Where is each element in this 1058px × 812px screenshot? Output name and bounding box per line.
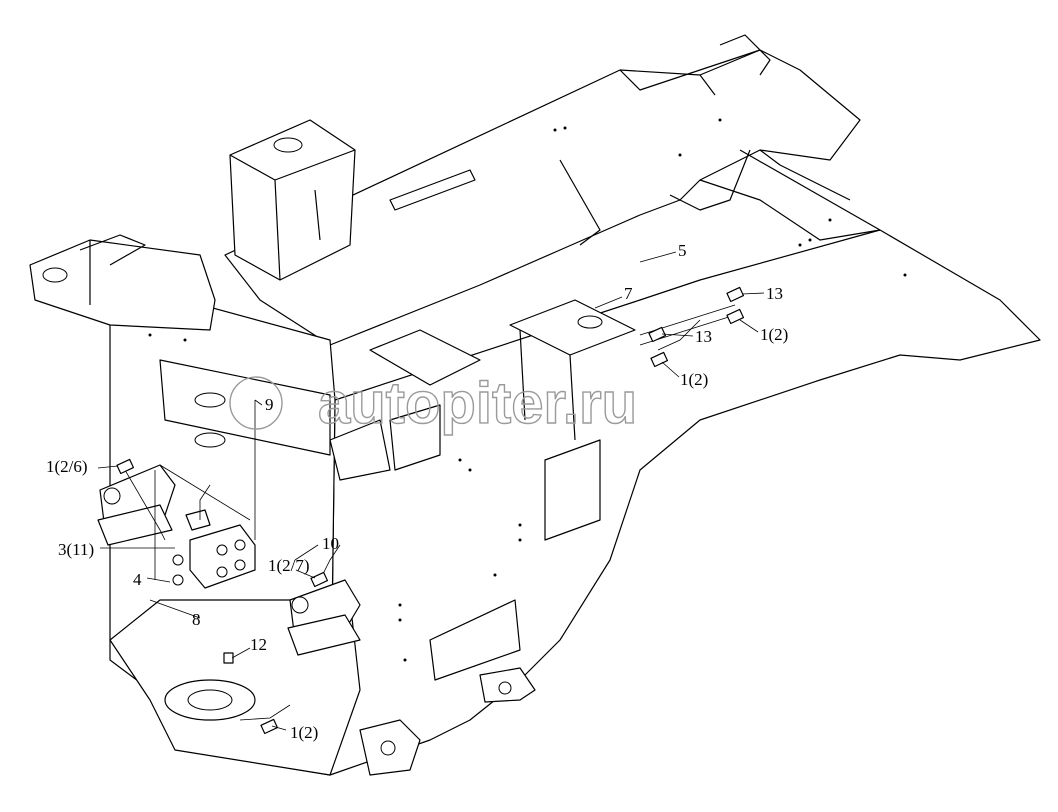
watermark-logo-icon <box>229 376 283 430</box>
left-arm <box>29 234 216 331</box>
callout-5: 5 <box>678 241 687 260</box>
bolt-holes <box>148 118 907 662</box>
watermark: autopiter.ru <box>229 370 638 437</box>
callout-labels: 5 7 9 10 8 12 4 3(11) 1(2/6) 1(2/7) 1(2)… <box>46 241 788 742</box>
callout-4: 4 <box>133 570 142 589</box>
leader-lines <box>97 251 765 731</box>
watermark-text: autopiter.ru <box>318 371 637 436</box>
callout-1-2-bottom: 1(2) <box>290 723 318 742</box>
tower-block <box>229 119 356 281</box>
cylinder-lug-mid <box>287 579 361 656</box>
frame-body <box>109 34 1041 776</box>
callout-1-2-7: 1(2/7) <box>268 556 310 575</box>
callout-1-2-center: 1(2) <box>680 370 708 389</box>
crossmembers <box>159 159 636 481</box>
callout-3-11: 3(11) <box>58 540 94 559</box>
cylinder-lug-left <box>97 464 176 546</box>
callout-7: 7 <box>624 284 633 303</box>
valve-block <box>172 509 256 589</box>
callout-12: 12 <box>250 635 267 654</box>
callout-9: 9 <box>265 395 274 414</box>
callout-10: 10 <box>322 534 339 553</box>
callout-1-2-6: 1(2/6) <box>46 457 88 476</box>
fittings <box>116 286 745 735</box>
callout-13-top: 13 <box>766 284 783 303</box>
callout-13-mid: 13 <box>695 327 712 346</box>
callout-8: 8 <box>192 610 201 629</box>
callout-1-2-right: 1(2) <box>760 325 788 344</box>
